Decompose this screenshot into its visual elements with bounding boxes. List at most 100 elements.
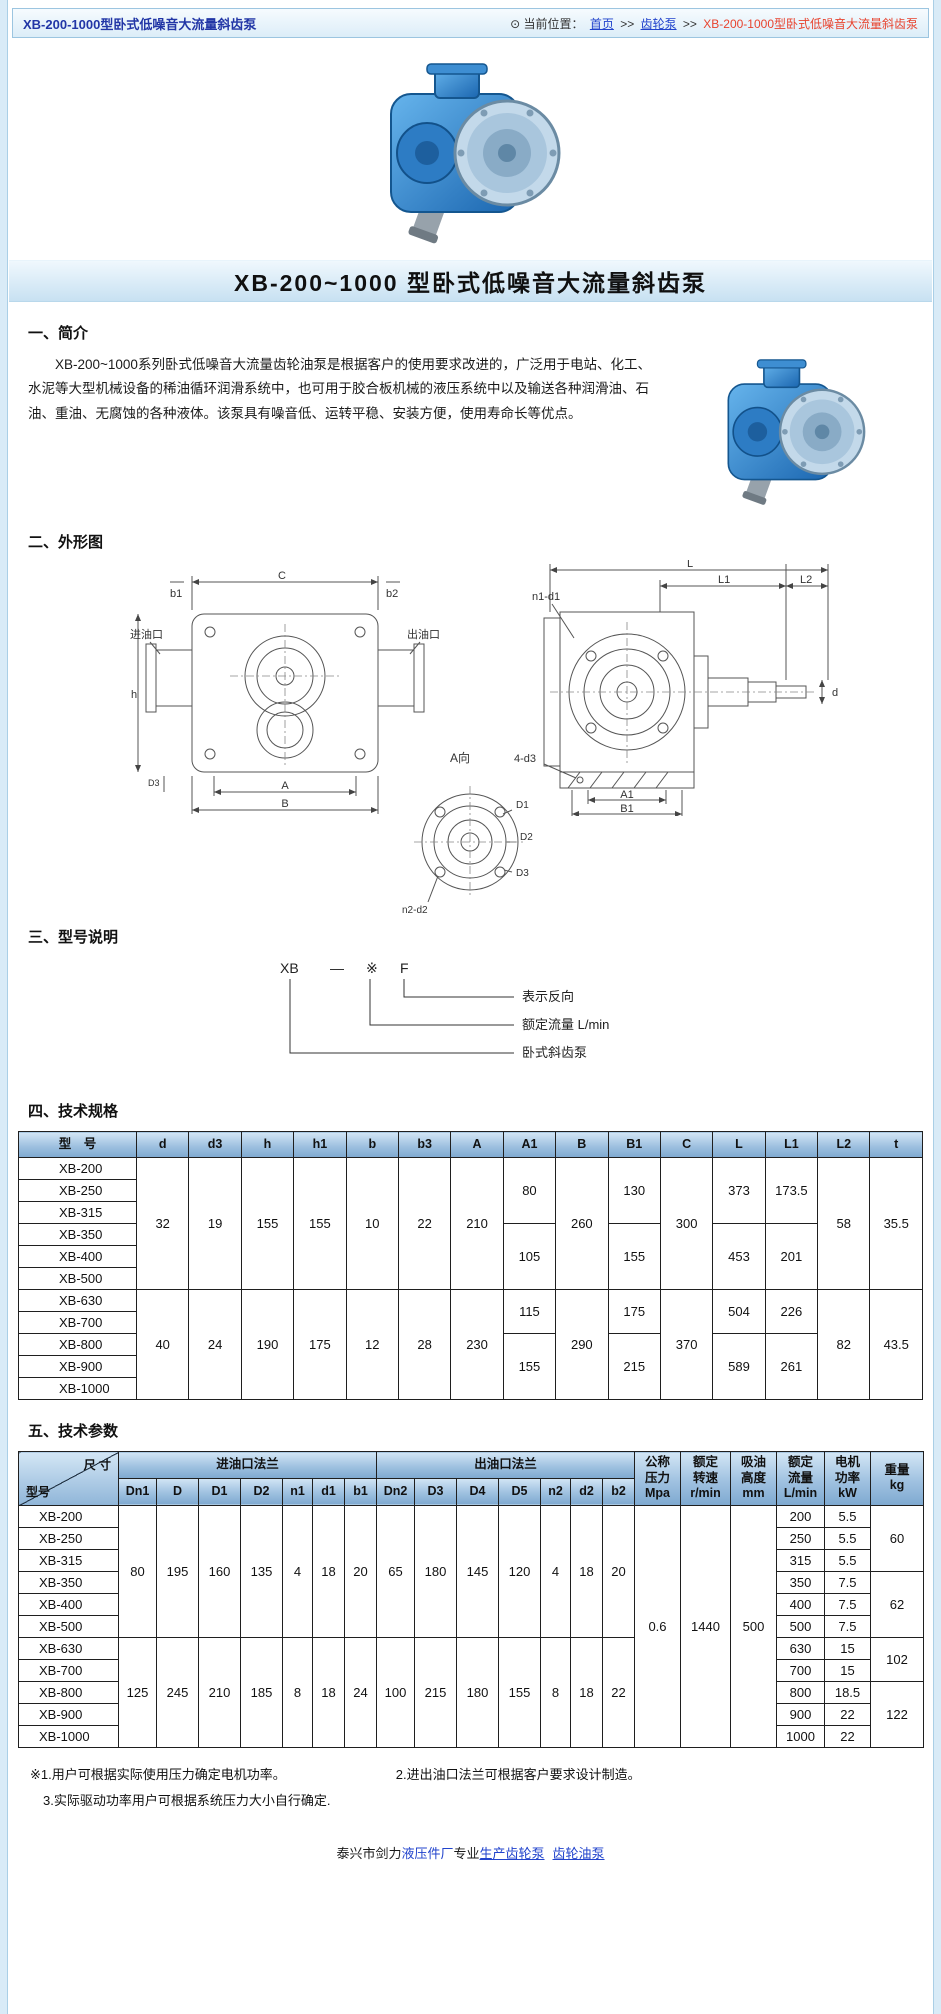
intro-pump-image [727,358,866,507]
value-cell: 65 [376,1504,415,1638]
dim-label-D3: D3 [148,778,160,788]
model-cell: XB-500 [18,1614,119,1638]
page-title: XB-200-1000型卧式低噪音大流量斜齿泵 [23,16,257,32]
location-label: ⊙ 当前位置： [510,16,584,31]
value-cell: 130 [607,1157,661,1224]
value-cell: 315 [776,1548,825,1572]
side-view-drawing: L L1 L2 n1-d1 d 4-d3 A1 B1 [514,560,838,816]
column-header: h [240,1131,295,1158]
model-code-star: ※ [366,960,378,976]
outlet-label: 出油口 [407,627,440,641]
section-heading-param: 五、技术参数 [28,1423,119,1440]
callout-n1-d1: n1-d1 [532,591,560,603]
value-cell: 195 [156,1504,199,1638]
column-header: n2 [540,1477,571,1506]
dim-label-b1: b1 [170,588,182,600]
model-label-flow: 额定流量 L/min [522,1017,609,1032]
dim-label-L: L [687,560,693,570]
value-cell: 20 [344,1504,377,1638]
column-header: b1 [344,1477,377,1506]
column-header: d3 [188,1131,242,1158]
callout-4-d3: 4-d3 [514,753,536,765]
value-cell: 290 [555,1289,609,1400]
dim-label-D1: D1 [516,800,529,811]
column-header: D2 [240,1477,283,1506]
value-cell: 155 [498,1636,541,1748]
value-cell: 22 [397,1157,452,1290]
model-cell: XB-250 [18,1526,119,1550]
table-row: XB-315 [18,1201,923,1224]
page-frame-left [0,0,8,2014]
value-cell: 210 [450,1157,504,1290]
column-header: d [135,1131,190,1158]
value-cell: 58 [817,1157,871,1290]
note-1: ※1.用户可根据实际使用压力确定电机功率。 [30,1766,286,1782]
column-header: 型 号 [18,1131,137,1158]
footer-gear-pump-link[interactable]: 生产齿轮泵 [479,1845,545,1861]
value-cell: 80 [502,1157,557,1224]
value-cell: 145 [456,1504,499,1638]
value-cell: 800 [776,1680,825,1704]
breadcrumb-home-link[interactable]: 首页 [589,16,614,31]
model-cell: XB-800 [18,1680,119,1704]
model-cell: XB-900 [18,1355,137,1378]
dim-label-L2: L2 [800,574,812,586]
value-cell: 370 [659,1289,714,1400]
value-cell: 5.5 [824,1548,871,1572]
value-cell: 4 [540,1504,571,1638]
value-cell: 373 [712,1157,766,1224]
value-cell: 1440 [680,1504,731,1748]
callout-n2-d2: n2-d2 [402,905,428,915]
column-header: 额定 转速 r/min [680,1451,731,1506]
value-cell: 8 [282,1636,313,1748]
view-title-A: A向 [450,750,470,765]
value-cell: 35.5 [869,1157,923,1290]
dim-label-A: A [281,780,289,792]
column-header: 出油口法兰 [376,1451,635,1479]
value-cell: 155 [293,1157,347,1290]
value-cell: 18 [570,1504,603,1638]
value-cell: 504 [712,1289,766,1334]
column-header: t [869,1131,923,1158]
value-cell: 175 [293,1289,347,1400]
value-cell: 8 [540,1636,571,1748]
value-cell: 43.5 [869,1289,923,1400]
dim-label-A1: A1 [620,789,633,801]
value-cell: 135 [240,1504,283,1638]
breadcrumb-category-link[interactable]: 齿轮泵 [640,16,677,31]
column-header: b [345,1131,399,1158]
dim-label-B1: B1 [620,803,633,815]
column-header: D4 [456,1477,499,1506]
value-cell: 82 [817,1289,871,1400]
column-header: 公称 压力 Mpa [634,1451,681,1506]
value-cell: 15 [824,1658,871,1682]
footer-text: 泰兴市剑力 [336,1845,402,1861]
column-header: d1 [312,1477,345,1506]
value-cell: 105 [502,1223,557,1290]
footer-factory-link[interactable]: 液压件厂 [401,1845,454,1861]
column-header: b3 [397,1131,452,1158]
value-cell: 7.5 [824,1614,871,1638]
value-cell: 900 [776,1702,825,1726]
model-cell: XB-800 [18,1333,137,1356]
dim-label-b2: b2 [386,588,398,600]
footer-text: 专业 [453,1845,480,1861]
model-cell: XB-700 [18,1658,119,1682]
value-cell: 115 [502,1289,557,1334]
footer: 泰兴市剑力液压件厂专业生产齿轮泵齿轮油泵 [0,1843,941,1862]
dim-label-L1: L1 [718,574,730,586]
footer-gear-oil-pump-link[interactable]: 齿轮油泵 [552,1845,605,1861]
page-frame-right [933,0,941,2014]
breadcrumb-separator: >> [682,16,697,31]
dim-label-C: C [278,570,286,582]
value-cell: 201 [764,1223,819,1290]
column-header: D3 [414,1477,457,1506]
section-heading-outline: 二、外形图 [28,534,104,551]
value-cell: 300 [659,1157,714,1290]
column-header: D [156,1477,199,1506]
